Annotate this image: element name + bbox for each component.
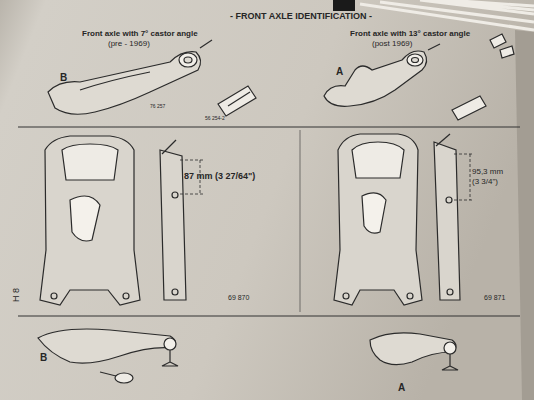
dimension: 87 mm (3 27/64") [184,172,255,182]
part-letter: A [398,382,405,393]
lower-arm-7deg [38,329,178,383]
figure-number: 76 257 [150,104,165,110]
plate-front-7deg [40,136,140,305]
part-letter: B [40,352,47,363]
page-title: - FRONT AXLE IDENTIFICATION - [230,12,372,22]
figure-number: 69 871 [484,294,505,302]
control-arm-13deg [324,34,514,120]
part-letter: B [60,72,67,83]
figure-number: 56 254-2 [205,116,225,122]
page-tabs [333,0,534,400]
part-letter: A [336,66,343,77]
lower-arm-13deg [370,333,458,370]
plate-side-7deg [160,140,205,300]
page-number: H 8 [12,288,22,302]
caption-text: Front axle with 13° castor angle [350,30,470,39]
caption-text: (post 1969) [372,40,412,49]
plate-side-13deg [434,134,474,300]
dimension: (3 3/4") [472,178,498,187]
caption-text: Front axle with 7° castor angle [82,30,198,39]
plate-front-13deg [334,134,422,305]
dimension: 95,3 mm [472,168,503,177]
caption-text: (pre - 1969) [108,40,150,49]
rules [18,127,520,316]
control-arm-7deg [48,40,256,116]
figure-number: 69 870 [228,294,249,302]
